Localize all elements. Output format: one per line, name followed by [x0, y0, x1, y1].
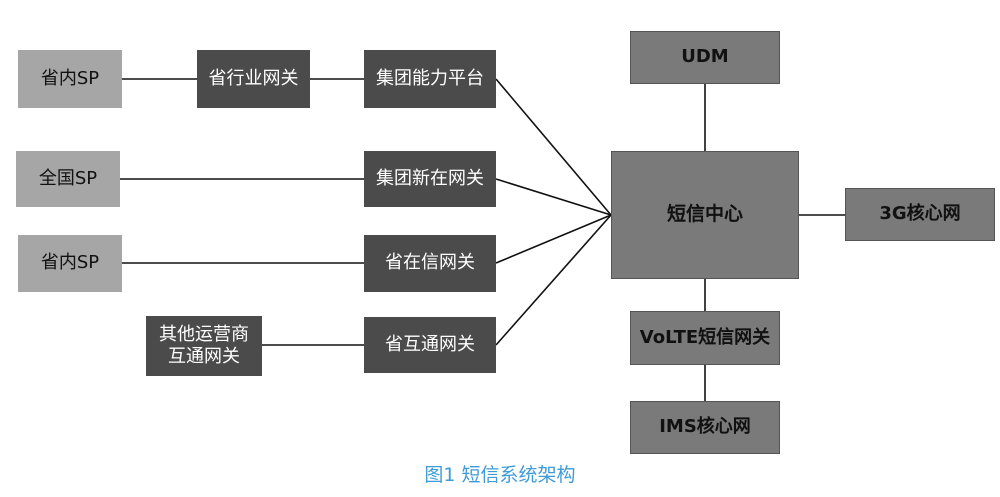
figure-caption: 图1 短信系统架构 [424, 464, 576, 486]
node-sms-center: 短信中心 [611, 151, 799, 279]
node-3g-core-network: 3G核心网 [845, 188, 995, 241]
node-province-zaixin-gateway: 省在信网关 [364, 235, 496, 292]
node-province-interconnect-gateway: 省互通网关 [364, 317, 496, 373]
edge-xinzai-center [495, 178, 612, 216]
node-sp-national: 全国SP [16, 151, 120, 207]
edge-platform-center [495, 78, 612, 216]
node-other-operators-line1: 其他运营商 [159, 323, 249, 345]
node-ims-core-network: IMS核心网 [630, 401, 780, 454]
node-sp-province-2: 省内SP [18, 235, 122, 292]
edge-zaixin-center [495, 214, 612, 264]
node-volte-sms-gateway: VoLTE短信网关 [630, 311, 780, 365]
node-udm: UDM [630, 31, 780, 84]
node-other-operators-line2: 互通网关 [168, 346, 240, 367]
node-group-capability-platform: 集团能力平台 [364, 50, 496, 108]
node-province-industry-gateway: 省行业网关 [197, 50, 310, 108]
edge-interconnect-center [495, 214, 612, 346]
node-other-operators-gateway: 其他运营商 互通网关 [146, 316, 262, 376]
node-sp-province-1: 省内SP [18, 50, 122, 108]
node-group-xinzai-gateway: 集团新在网关 [364, 151, 496, 207]
